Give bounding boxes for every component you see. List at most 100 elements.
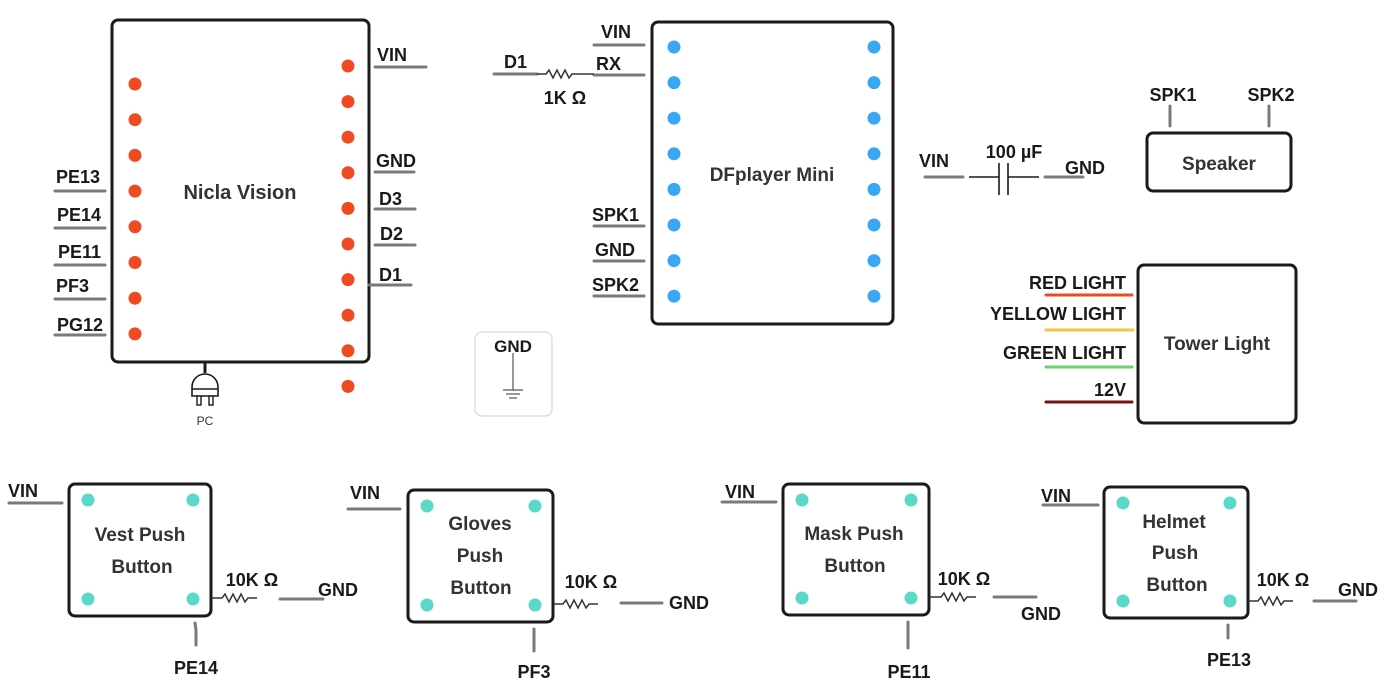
mask-resistor-label: 10K Ω <box>938 569 990 589</box>
vest-button-title-line1: Vest Push <box>95 525 186 546</box>
mask-button-title-line1: Mask Push <box>804 524 903 545</box>
gloves-button-title-line3: Button <box>450 578 511 599</box>
gloves-pin-label: PF3 <box>517 662 550 682</box>
dfplayer-pin-dot <box>867 218 881 232</box>
label-green-light: GREEN LIGHT <box>1003 343 1126 363</box>
vest-push-button-module[interactable]: VIN Vest Push Button 10K Ω GND PE14 <box>7 481 358 678</box>
capacitor-circuit[interactable]: VIN 100 µF GND <box>919 142 1105 195</box>
dfplayer-pin-dot <box>667 147 681 161</box>
vest-button-pin-dot <box>81 592 95 606</box>
tower-light-box <box>1136 263 1298 425</box>
nicla-vision-title: Nicla Vision <box>183 182 296 204</box>
helmet-gnd-label: GND <box>1338 580 1378 600</box>
nicla-pin-dot <box>341 237 355 251</box>
helmet-resistor-icon <box>1248 595 1293 607</box>
vest-button-pin-dot <box>186 493 200 507</box>
nicla-pin-dot <box>341 344 355 358</box>
vest-resistor-label: 10K Ω <box>226 570 278 590</box>
pin-label-df-gnd: GND <box>595 240 635 260</box>
helmet-button-title-line3: Button <box>1146 575 1207 596</box>
nicla-pin-dot <box>341 95 355 109</box>
vest-vin-label: VIN <box>8 481 38 501</box>
label-yellow-light: YELLOW LIGHT <box>990 304 1126 324</box>
tower-light-module[interactable]: Tower Light RED LIGHT YELLOW LIGHT GREEN… <box>990 263 1298 425</box>
dfplayer-pin-dot <box>867 289 881 303</box>
helmet-button-box <box>1102 485 1250 620</box>
pin-label-pf3: PF3 <box>56 276 89 296</box>
gloves-resistor-icon <box>553 598 598 610</box>
vest-button-box <box>67 482 213 618</box>
wire-vest-pin <box>193 621 198 647</box>
resistor-1k-label: 1K Ω <box>544 88 586 108</box>
nicla-pin-dot <box>341 166 355 180</box>
pin-label-nicla-vin: VIN <box>377 45 407 65</box>
speaker-pin-spk1: SPK1 <box>1149 85 1196 105</box>
vest-button-title-line2: Button <box>111 557 172 578</box>
nicla-pin-dot <box>128 256 142 269</box>
mask-button-pin-dot <box>904 591 918 605</box>
nicla-pin-dot <box>341 201 355 215</box>
mask-pin-label: PE11 <box>887 662 930 682</box>
pin-label-nicla-d1: D1 <box>379 265 402 285</box>
resistor-1k-icon <box>537 68 594 80</box>
nicla-vision-module[interactable]: Nicla Vision PE13 PE14 PE11 PF3 PG12 VIN… <box>53 18 428 428</box>
pin-label-pe14: PE14 <box>57 205 101 225</box>
dfplayer-title: DFplayer Mini <box>710 165 835 186</box>
ground-symbol-card[interactable]: GND <box>474 331 553 417</box>
pin-label-pe13: PE13 <box>56 167 100 187</box>
nicla-pin-dot <box>341 308 355 322</box>
nicla-pin-dot <box>128 184 142 198</box>
dfplayer-pin-dot <box>667 182 681 196</box>
cap-gnd-label: GND <box>1065 158 1105 178</box>
speaker-module[interactable]: Speaker SPK1 SPK2 <box>1145 85 1295 193</box>
gloves-vin-label: VIN <box>350 483 380 503</box>
nicla-right-pins: VIN GND D3 D2 D1 <box>367 45 428 287</box>
nicla-pin-dot <box>128 148 142 162</box>
gloves-button-pin-dot <box>528 598 542 612</box>
vest-resistor-icon <box>211 592 257 604</box>
helmet-button-pin-dot <box>1223 594 1237 608</box>
mask-button-pin-dot <box>795 591 809 605</box>
helmet-push-button-module[interactable]: VIN Helmet Push Button 10K Ω GND PE13 <box>1041 485 1378 670</box>
dfplayer-module[interactable]: DFplayer Mini VIN RX D1 1K Ω SPK1 GND SP… <box>492 20 895 326</box>
dfplayer-pin-dot <box>667 254 681 268</box>
dfplayer-pin-dot <box>867 111 881 125</box>
mask-vin-label: VIN <box>725 482 755 502</box>
mask-gnd-label: GND <box>1021 604 1061 624</box>
dfplayer-pin-dot <box>867 40 881 54</box>
vest-button-pin-dot <box>81 493 95 507</box>
dfplayer-pin-dot <box>867 254 881 268</box>
mask-button-box <box>781 482 931 617</box>
pin-label-nicla-d3: D3 <box>379 189 402 209</box>
pin-label-nicla-d2: D2 <box>380 224 403 244</box>
nicla-pin-dot <box>128 77 142 91</box>
nicla-pin-dot <box>128 220 142 234</box>
nicla-pin-dot <box>341 59 355 73</box>
dfplayer-pin-dot <box>867 147 881 161</box>
label-12v: 12V <box>1094 380 1126 400</box>
nicla-left-pins: PE13 PE14 PE11 PF3 PG12 <box>53 167 107 337</box>
helmet-button-title-line1: Helmet <box>1142 512 1206 533</box>
tower-light-title: Tower Light <box>1164 334 1271 355</box>
dfplayer-pin-dot <box>667 40 681 54</box>
vest-gnd-label: GND <box>318 580 358 600</box>
helmet-button-pin-dot <box>1223 496 1237 510</box>
gloves-push-button-module[interactable]: VIN Gloves Push Button 10K Ω GND PF3 <box>346 483 709 682</box>
helmet-button-pin-dot <box>1116 496 1130 510</box>
rx-resistor-circuit: D1 1K Ω <box>492 52 594 108</box>
vest-pin-label: PE14 <box>174 658 218 678</box>
gloves-button-pin-dot <box>420 598 434 612</box>
mask-push-button-module[interactable]: VIN Mask Push Button 10K Ω GND PE11 <box>720 482 1061 682</box>
dfplayer-pin-dot <box>667 289 681 303</box>
capacitor-icon <box>969 163 1039 195</box>
gloves-button-title-line2: Push <box>457 546 503 567</box>
label-df-d1: D1 <box>504 52 527 72</box>
pin-label-df-vin: VIN <box>601 22 631 42</box>
helmet-button-title-line2: Push <box>1152 543 1198 564</box>
dfplayer-pin-dot <box>667 76 681 90</box>
dfplayer-pin-dot <box>667 111 681 125</box>
pin-label-df-spk2: SPK2 <box>592 275 639 295</box>
mask-button-title-line2: Button <box>824 556 885 577</box>
capacitor-value-label: 100 µF <box>986 142 1042 162</box>
